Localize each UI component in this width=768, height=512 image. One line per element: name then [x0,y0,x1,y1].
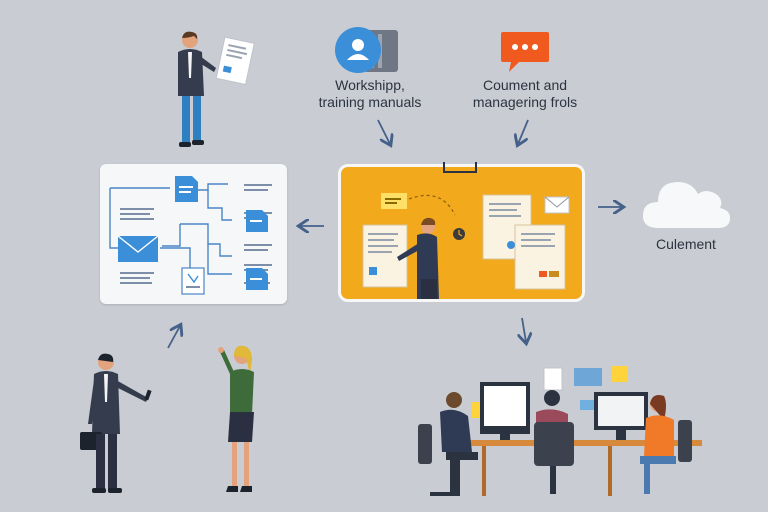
user-icon [335,27,398,73]
workshop-label-line1: Workshipp, [335,77,405,93]
comment-label-line2: managering frols [472,94,578,110]
document-icon [175,176,198,202]
arrow-workshop-to-center [377,119,390,144]
document-icon [246,210,268,232]
chat-bubble-icon [501,32,549,72]
workshop-label-line2: training manuals [318,94,422,110]
central-hub-panel [338,164,585,302]
envelope-icon [544,196,570,214]
arrow-center-to-office [522,317,526,342]
man-with-document-illustration [178,31,255,147]
businessman-with-briefcase-illustration [80,353,152,493]
flowchart-panel [100,164,287,304]
arrow-comment-to-center [518,119,529,144]
document-icon [246,268,268,290]
comment-label-line1: Coument and [482,77,568,93]
cloud-icon [642,182,730,228]
framed-document-icon [181,267,205,295]
board-hanger [443,162,477,173]
flowchart-diagram [109,176,272,295]
presenter-scene [362,193,570,299]
office-team-illustration [418,366,702,496]
cloud-label: Culement [656,236,716,252]
envelope-icon [117,235,159,262]
woman-waving-illustration [218,345,254,492]
arrow-people-to-left-panel [167,326,180,349]
